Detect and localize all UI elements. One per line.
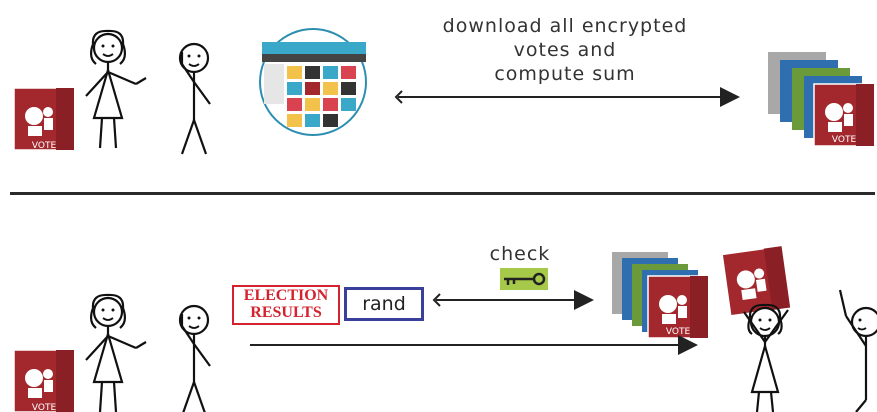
- check-arrow: [432, 290, 594, 310]
- top-label-line-3: compute sum: [494, 63, 636, 85]
- top-label-line-1: download all encrypted: [442, 15, 688, 37]
- encrypted-votes-stack-top: [768, 52, 875, 147]
- check-label: check: [489, 243, 551, 265]
- voter-woman-top: [84, 29, 148, 150]
- top-label-line-2: votes and: [513, 39, 617, 61]
- bulletin-board-icon: [259, 28, 367, 136]
- section-divider: [10, 192, 875, 195]
- key-icon: [500, 268, 548, 290]
- top-label: download all encrypted votes and compute…: [405, 14, 725, 86]
- ballot-vote-label-top-left: VOTE: [32, 141, 57, 151]
- election-results-stamp: ELECTION RESULTS: [232, 285, 340, 325]
- checker-woman: [721, 245, 791, 412]
- ballot-vote-label-bottom-left: VOTE: [32, 403, 57, 412]
- voter-man-bottom: [178, 304, 212, 412]
- stamp-line-1: ELECTION: [243, 287, 329, 304]
- ballot-vote-label-top-right: VOTE: [832, 135, 857, 145]
- encrypted-votes-stack-bottom: [612, 252, 709, 339]
- stamp-line-2: RESULTS: [250, 304, 322, 321]
- download-arrow: [394, 87, 740, 107]
- voter-man-top: [178, 42, 212, 156]
- voter-woman-bottom: [84, 293, 148, 412]
- rand-box: rand: [344, 287, 424, 321]
- ballot-vote-label-bottom-stack: VOTE: [666, 327, 691, 337]
- checker-man: [838, 289, 877, 412]
